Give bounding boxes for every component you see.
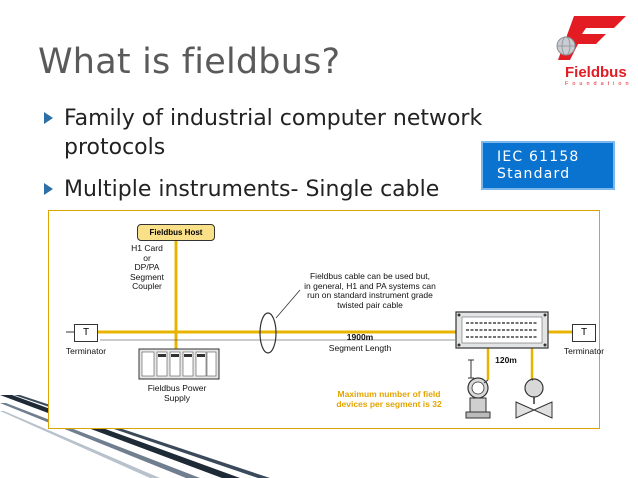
valve-icon — [515, 378, 553, 419]
cable-note: Fieldbus cable can be used but, in gener… — [304, 271, 436, 310]
max-devices-note: Maximum number of field devices per segm… — [336, 389, 442, 409]
logo-name: Fieldbus — [565, 64, 627, 81]
segment-length-value: 1900m — [346, 332, 374, 342]
terminator-right: T — [572, 324, 596, 342]
h1-card-label: H1 Card or DP/PA Segment Coupler — [129, 243, 165, 291]
power-supply-icon — [138, 348, 220, 380]
terminator-left: T — [74, 324, 98, 342]
bullet-arrow-icon — [44, 112, 53, 124]
fieldbus-host-box: Fieldbus Host — [137, 224, 215, 241]
bullet-item: Multiple instruments- Single cable — [44, 175, 514, 204]
segment-length-label: Segment Length — [328, 343, 392, 353]
slide-title: What is fieldbus? — [38, 42, 341, 82]
terminator-label-left: Terminator — [65, 346, 107, 356]
bullet-text: Family of industrial computer network pr… — [64, 106, 483, 160]
cable-loop-icon — [259, 312, 277, 354]
iec-line1: IEC 61158 — [497, 149, 580, 165]
iec-callout: IEC 61158 Standard — [481, 141, 615, 190]
spur-length: 120m — [495, 355, 517, 365]
junction-box-icon — [455, 311, 549, 349]
bullet-arrow-icon — [44, 183, 53, 195]
transmitter-icon — [465, 377, 491, 419]
bullet-item: Family of industrial computer network pr… — [44, 104, 514, 162]
power-supply-label: Fieldbus Power Supply — [147, 383, 207, 403]
bullet-text: Multiple instruments- Single cable — [64, 177, 440, 202]
iec-line2: Standard — [497, 166, 571, 182]
fieldbus-logo-icon — [556, 16, 626, 60]
logo-sub: Foundation — [565, 81, 633, 87]
terminator-label-right: Terminator — [563, 346, 605, 356]
